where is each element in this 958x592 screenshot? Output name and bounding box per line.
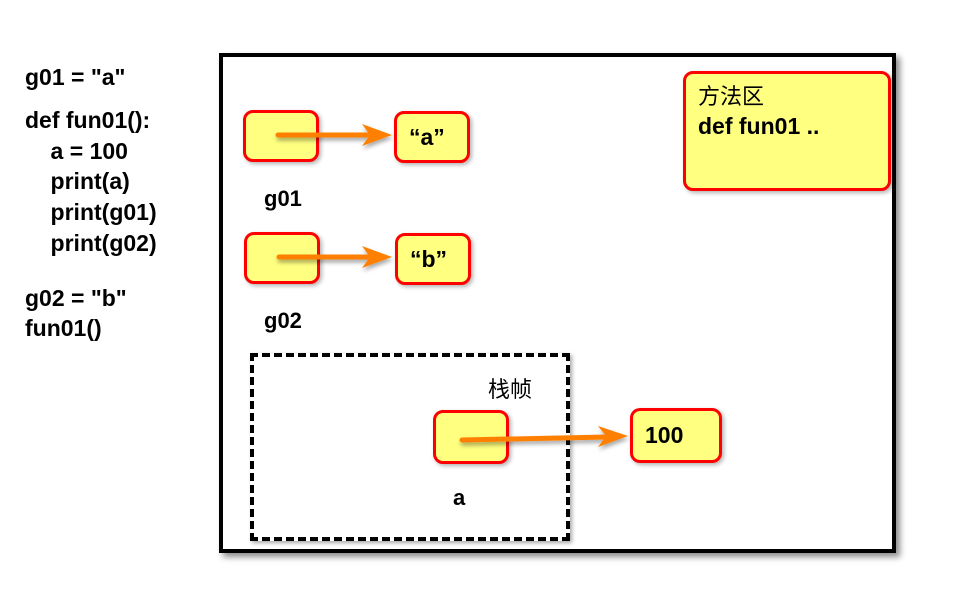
method-area-content: def fun01 .. xyxy=(698,113,820,139)
label-g01: g01 xyxy=(264,186,302,211)
method-area-title: 方法区 xyxy=(698,85,765,110)
code-line-5: print(g01) xyxy=(25,199,157,225)
stack-frame-title: 栈帧 xyxy=(488,378,533,403)
code-line-4: print(a) xyxy=(25,168,130,194)
memory-frame xyxy=(219,53,896,553)
code-line-3: a = 100 xyxy=(25,138,128,164)
label-a: a xyxy=(453,485,466,510)
value-text: “a” xyxy=(409,123,445,150)
stack-frame-box xyxy=(250,353,570,541)
code-line-1: g01 = "a" xyxy=(25,64,126,90)
arrow-g02-to-b xyxy=(276,246,392,268)
code-line-6: print(g02) xyxy=(25,230,157,256)
code-line-8: fun01() xyxy=(25,315,102,341)
value-box-100: 100 xyxy=(630,408,722,463)
value-box-a: “a” xyxy=(394,111,470,163)
arrow-a-to-100 xyxy=(459,426,628,447)
code-line-7: g02 = "b" xyxy=(25,285,127,311)
code-line-2: def fun01(): xyxy=(25,107,151,133)
label-g02: g02 xyxy=(264,308,302,333)
value-box-b: “b” xyxy=(395,233,471,285)
method-area-box: 方法区 def fun01 .. xyxy=(683,71,891,191)
arrow-g01-to-a xyxy=(275,124,392,146)
value-text: “b” xyxy=(410,245,448,272)
value-text: 100 xyxy=(645,422,684,448)
